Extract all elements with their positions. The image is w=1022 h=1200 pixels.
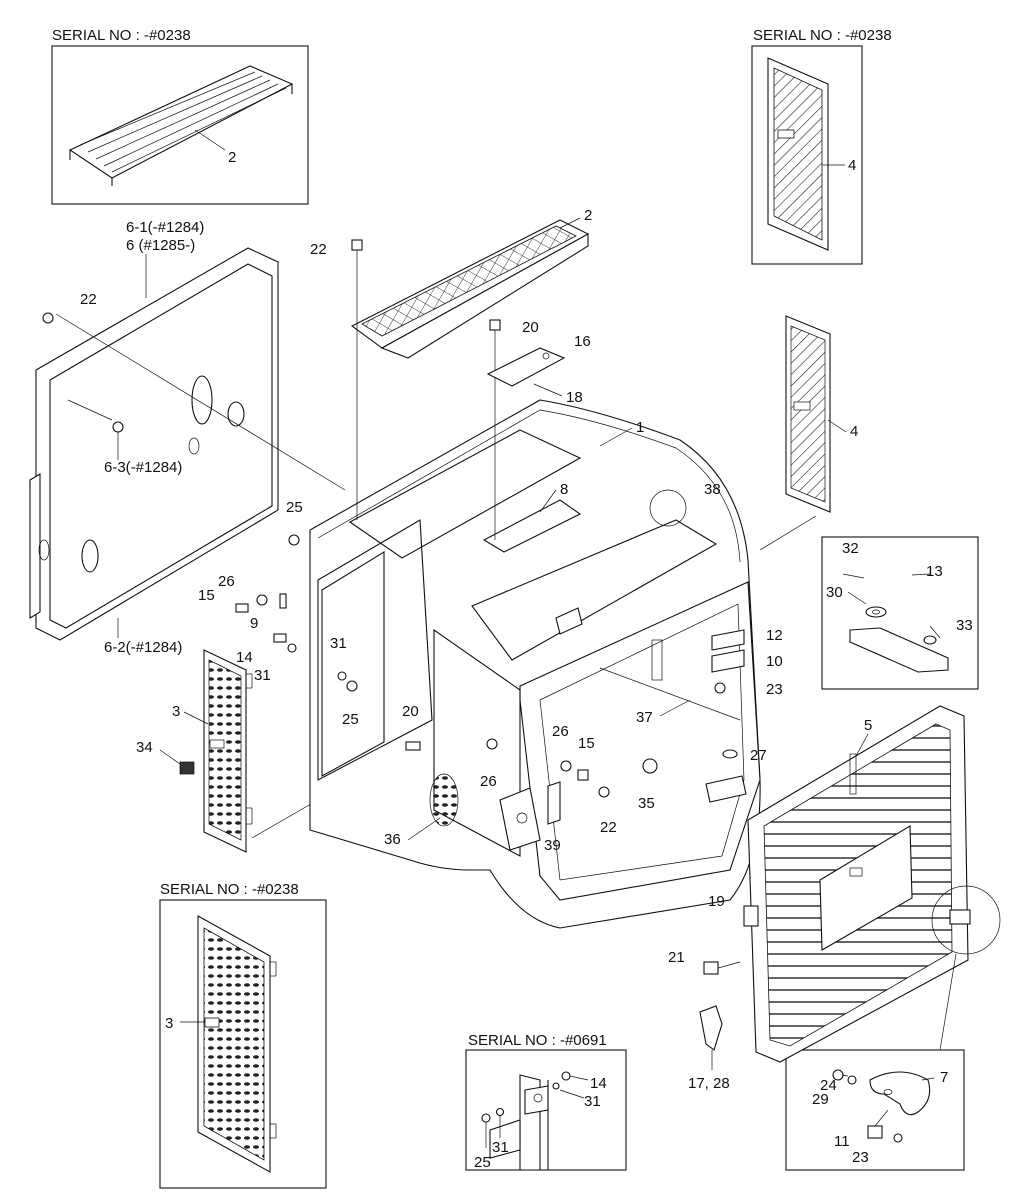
- top-grille: [350, 219, 590, 359]
- part-label-4-inset: 4: [848, 157, 856, 174]
- part-label-6-2: 6-2(-#1284): [104, 639, 182, 656]
- serial-note-2: SERIAL NO : -#0238: [753, 27, 892, 44]
- part-label-19: 19: [708, 893, 725, 910]
- part-label-29: 29: [812, 1091, 829, 1108]
- part-label-23-inset: 23: [852, 1149, 869, 1166]
- serial-note-1: SERIAL NO : -#0238: [52, 27, 191, 44]
- left-grille-panel: [179, 649, 381, 853]
- part-label-27: 27: [750, 747, 767, 764]
- part-label-11: 11: [834, 1133, 850, 1150]
- part-label-22-center: 22: [600, 819, 617, 836]
- part-label-18: 18: [566, 389, 583, 406]
- part-label-35: 35: [638, 795, 655, 812]
- part-label-17-28: 17, 28: [688, 1075, 730, 1092]
- part-label-8: 8: [560, 481, 568, 498]
- part-label-13: 13: [926, 563, 943, 580]
- side-door-panel: [29, 247, 346, 641]
- part-label-33: 33: [956, 617, 973, 634]
- part-label-3: 3: [172, 703, 180, 720]
- part-label-31-left: 31: [254, 667, 271, 684]
- part-label-26-center-b: 26: [552, 723, 569, 740]
- part-label-32: 32: [842, 540, 859, 557]
- step-rack-drawing: [68, 65, 294, 186]
- inset-box-side-grille-bottom: SERIAL NO : -#0238: [159, 881, 327, 1189]
- part-label-4: 4: [850, 423, 858, 440]
- part-label-22-left: 22: [80, 291, 97, 308]
- part-label-25-mid: 25: [342, 711, 359, 728]
- part-label-23: 23: [766, 681, 783, 698]
- part-label-38: 38: [704, 481, 721, 498]
- part-label-24: 24: [820, 1077, 837, 1094]
- part-label-36: 36: [384, 831, 401, 848]
- part-label-10: 10: [766, 653, 783, 670]
- part-label-20-top: 20: [522, 319, 539, 336]
- inset-box-side-grille-top: SERIAL NO : -#0238: [751, 27, 892, 265]
- inset-box-handle: [821, 536, 979, 690]
- cab-body: [309, 399, 761, 929]
- inset-box-step: SERIAL NO : -#0238: [51, 27, 309, 205]
- part-label-22-top: 22: [310, 241, 327, 258]
- part-label-25-inset: 25: [474, 1154, 491, 1171]
- part-label-15-left: 15: [198, 587, 215, 604]
- part-label-26-center-a: 26: [480, 773, 497, 790]
- part-label-7: 7: [940, 1069, 948, 1086]
- part-label-15-center: 15: [578, 735, 595, 752]
- part-label-6: 6 (#1285-): [126, 237, 195, 254]
- part-label-37: 37: [636, 709, 653, 726]
- part-label-9: 9: [250, 615, 258, 632]
- front-grille-panel: [747, 705, 1001, 1063]
- inset-box-latch: [785, 1049, 965, 1171]
- part-label-34: 34: [136, 739, 153, 756]
- part-label-39: 39: [544, 837, 561, 854]
- right-grille-panel: [785, 315, 831, 513]
- inset-box-hinge-serial: SERIAL NO : -#0691: [465, 1032, 627, 1171]
- part-label-6-1: 6-1(-#1284): [126, 219, 204, 236]
- part-label-3-inset: 3: [165, 1015, 173, 1032]
- part-label-31-mid: 31: [330, 635, 347, 652]
- serial-note-4: SERIAL NO : -#0691: [468, 1032, 607, 1049]
- part-label-6-3: 6-3(-#1284): [104, 459, 182, 476]
- part-label-12: 12: [766, 627, 783, 644]
- part-label-5: 5: [864, 717, 872, 734]
- part-label-20-side: 20: [402, 703, 419, 720]
- part-label-25-upper: 25: [286, 499, 303, 516]
- part-label-2-inset: 2: [228, 149, 236, 166]
- part-label-16: 16: [574, 333, 591, 350]
- part-label-14: 14: [236, 649, 253, 666]
- part-label-31-inset-a: 31: [584, 1093, 601, 1110]
- part-label-26-left: 26: [218, 573, 235, 590]
- part-label-30: 30: [826, 584, 843, 601]
- part-label-21: 21: [668, 949, 685, 966]
- part-label-2-top: 2: [584, 207, 592, 224]
- part-label-1: 1: [636, 419, 644, 436]
- part-label-31-inset-b: 31: [492, 1139, 509, 1156]
- part-label-14-inset: 14: [590, 1075, 607, 1092]
- serial-note-3: SERIAL NO : -#0238: [160, 881, 299, 898]
